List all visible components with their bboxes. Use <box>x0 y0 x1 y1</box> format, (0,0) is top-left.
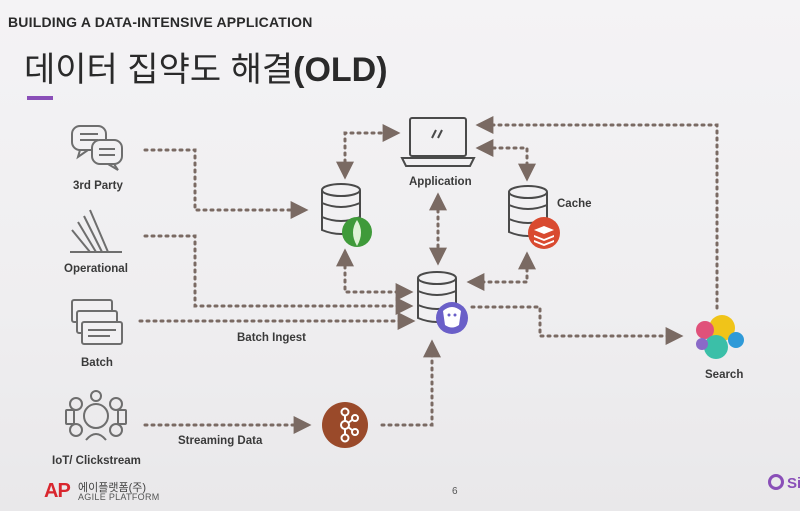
edge-application-cache <box>475 139 536 182</box>
operational-tally-icon <box>70 209 122 253</box>
partner-logo: Si <box>768 474 800 492</box>
node-label-iot: IoT/ Clickstream <box>52 455 141 467</box>
edge-mongodb-application <box>336 124 401 180</box>
node-label-batch: Batch <box>81 357 113 369</box>
agile-platform-logo-korean: 에이플랫폼(주) <box>78 482 147 494</box>
laptop-icon <box>400 117 476 167</box>
page-number: 6 <box>452 486 458 497</box>
agile-platform-logo-english: AGILE PLATFORM <box>78 492 160 502</box>
node-label-application: Application <box>409 176 472 188</box>
edge-label-streaming-data: Streaming Data <box>178 435 263 447</box>
edge-cache-postgres <box>466 251 536 291</box>
chat-bubbles-icon <box>71 125 123 171</box>
node-label-cache: Cache <box>557 198 592 210</box>
redis-database-icon <box>508 185 560 249</box>
title-korean: 데이터 집약도 해결 <box>24 51 294 89</box>
edge-postgres-to-search <box>470 305 684 345</box>
partner-logo-ring-icon <box>768 474 784 490</box>
edge-kafka-to-postgres <box>380 339 441 427</box>
iot-devices-icon <box>65 390 127 441</box>
elasticsearch-icon <box>696 315 744 359</box>
page-title: 데이터 집약도 해결(OLD) <box>24 42 388 91</box>
title-accent-bar <box>27 96 53 100</box>
section-header: BUILDING A DATA-INTENSIVE APPLICATION <box>8 14 313 30</box>
node-label-search: Search <box>705 369 744 381</box>
edge-label-batch-ingest: Batch Ingest <box>237 332 307 344</box>
node-label-operational: Operational <box>64 263 128 275</box>
mongodb-database-icon <box>321 183 372 247</box>
title-suffix: (OLD) <box>293 51 388 89</box>
node-label-3rd-party: 3rd Party <box>73 180 123 192</box>
edge-mongodb-postgres <box>336 248 414 301</box>
batch-documents-icon <box>71 299 123 345</box>
kafka-icon <box>322 402 368 448</box>
edge-search-to-application <box>475 116 719 310</box>
edge-3rdparty-to-mongodb <box>143 148 309 219</box>
edge-operational-to-postgres <box>143 234 414 315</box>
partner-logo-text: Si <box>787 475 800 492</box>
postgres-database-icon <box>417 271 468 334</box>
agile-platform-logo-mark: AP <box>44 480 71 502</box>
